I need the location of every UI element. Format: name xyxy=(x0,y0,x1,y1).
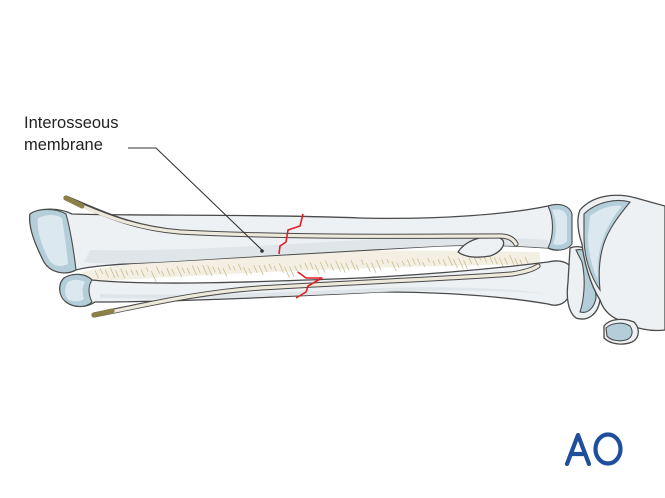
membrane-fiber xyxy=(371,262,377,273)
membrane-fiber xyxy=(412,257,416,265)
label-leader-line xyxy=(128,147,263,251)
membrane-fiber xyxy=(355,264,360,271)
membrane-fiber xyxy=(299,264,302,269)
membrane-fiber xyxy=(253,265,258,273)
membrane-fiber xyxy=(140,269,145,277)
membrane-fiber xyxy=(284,266,290,278)
membrane-fiber xyxy=(360,259,364,265)
membrane-fiber xyxy=(365,262,371,273)
radius-fracture-line xyxy=(278,213,304,255)
membrane-fiber xyxy=(222,267,228,277)
membrane-fiber xyxy=(325,260,329,268)
membrane-fiber xyxy=(176,266,183,278)
membrane-fiber xyxy=(150,270,157,282)
membrane-fiber xyxy=(427,257,430,263)
membrane-fiber xyxy=(350,260,356,271)
carpal-bones xyxy=(566,194,665,345)
membrane-fiber xyxy=(304,262,309,270)
membrane-fiber xyxy=(161,270,165,277)
membrane-fiber xyxy=(509,255,515,266)
membrane-fiber xyxy=(99,268,104,275)
membrane-fiber xyxy=(483,256,488,263)
membrane-fiber xyxy=(243,266,248,276)
membrane-fiber xyxy=(386,258,390,264)
label-line-1: Interosseous xyxy=(24,114,119,132)
membrane-fiber xyxy=(406,259,411,268)
membrane-fiber xyxy=(120,268,126,279)
membrane-fiber xyxy=(391,261,397,272)
membrane-fiber xyxy=(186,267,191,275)
ulna-nail xyxy=(91,263,541,318)
membrane-fiber xyxy=(212,266,216,273)
radius-bone xyxy=(29,203,573,274)
membrane-fiber xyxy=(104,269,109,278)
membrane-fiber xyxy=(493,257,498,265)
membrane-fiber xyxy=(314,264,320,274)
membrane-fiber xyxy=(115,270,119,278)
membrane-fiber xyxy=(263,264,268,273)
membrane-fiber xyxy=(110,267,116,279)
membrane-fiber xyxy=(171,268,175,276)
membrane-fiber xyxy=(191,265,197,276)
membrane-fiber xyxy=(376,259,382,271)
fracture-lines xyxy=(278,213,323,299)
membrane-fiber xyxy=(335,260,341,272)
membrane-fiber xyxy=(437,259,441,265)
ulna-fracture-line xyxy=(295,271,323,299)
membrane-fiber xyxy=(309,262,314,270)
membrane-fiber xyxy=(396,262,400,269)
membrane-fiber xyxy=(197,266,201,274)
membrane-fiber xyxy=(514,258,519,266)
membrane-fiber xyxy=(381,259,384,265)
membrane-fiber xyxy=(458,257,464,269)
membrane-fiber xyxy=(468,257,472,265)
membrane-fiber xyxy=(463,260,468,269)
membrane-fiber xyxy=(473,255,479,267)
membrane-fiber xyxy=(130,269,134,276)
membrane-fiber xyxy=(248,267,252,275)
membrane-fiber xyxy=(278,263,284,273)
membrane-fiber xyxy=(504,257,509,265)
membrane-fiber xyxy=(227,264,231,271)
radius-nail xyxy=(63,195,519,247)
membrane-fiber xyxy=(319,261,326,273)
membrane-fiber xyxy=(237,263,242,271)
membrane-fiber xyxy=(340,262,346,273)
membrane-fiber xyxy=(401,260,405,266)
membrane-fiber xyxy=(289,266,295,277)
membrane-fiber xyxy=(125,270,129,276)
membrane-fiber xyxy=(207,265,213,276)
membrane-fiber xyxy=(258,264,264,276)
leader-dot xyxy=(260,249,264,253)
label-line-2: membrane xyxy=(24,136,103,154)
membrane-fiber xyxy=(202,264,208,276)
interosseous-membrane-label: Interosseous membrane xyxy=(24,112,118,156)
membrane-fiber xyxy=(268,263,272,270)
membrane-fiber xyxy=(422,261,426,267)
membrane-fiber xyxy=(145,267,149,272)
membrane-fiber xyxy=(166,267,171,276)
membrane-fiber xyxy=(452,258,458,269)
membrane-fibers xyxy=(94,255,531,282)
membrane-fiber xyxy=(345,262,350,271)
membrane-fiber xyxy=(417,258,421,266)
membrane-fiber xyxy=(217,267,222,275)
membrane-fiber xyxy=(442,259,447,267)
membrane-fiber xyxy=(232,265,236,271)
membrane-fiber xyxy=(330,263,335,271)
membrane-fiber xyxy=(135,269,139,276)
membrane-fiber xyxy=(181,267,185,274)
membrane-fiber xyxy=(94,270,99,279)
membrane-fiber xyxy=(156,266,160,274)
ao-logo xyxy=(564,432,623,466)
membrane-fiber xyxy=(447,256,453,266)
membrane-fiber xyxy=(273,266,277,272)
membrane-fiber xyxy=(432,260,436,266)
